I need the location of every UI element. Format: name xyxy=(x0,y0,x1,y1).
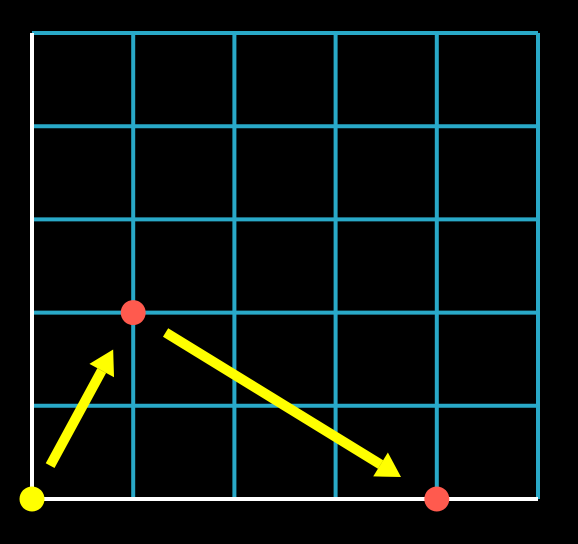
arrows xyxy=(45,328,402,478)
waypoint-point xyxy=(120,300,146,326)
waypoint-point xyxy=(424,486,450,512)
axes xyxy=(30,33,538,501)
origin-point xyxy=(19,486,45,512)
arrow-1 xyxy=(45,349,115,468)
points xyxy=(19,300,450,512)
arrow-2 xyxy=(162,328,402,478)
arrow-head xyxy=(89,349,115,378)
arrow-shaft xyxy=(45,368,107,468)
arrow-shaft xyxy=(162,328,384,469)
arrow-head xyxy=(373,452,402,478)
